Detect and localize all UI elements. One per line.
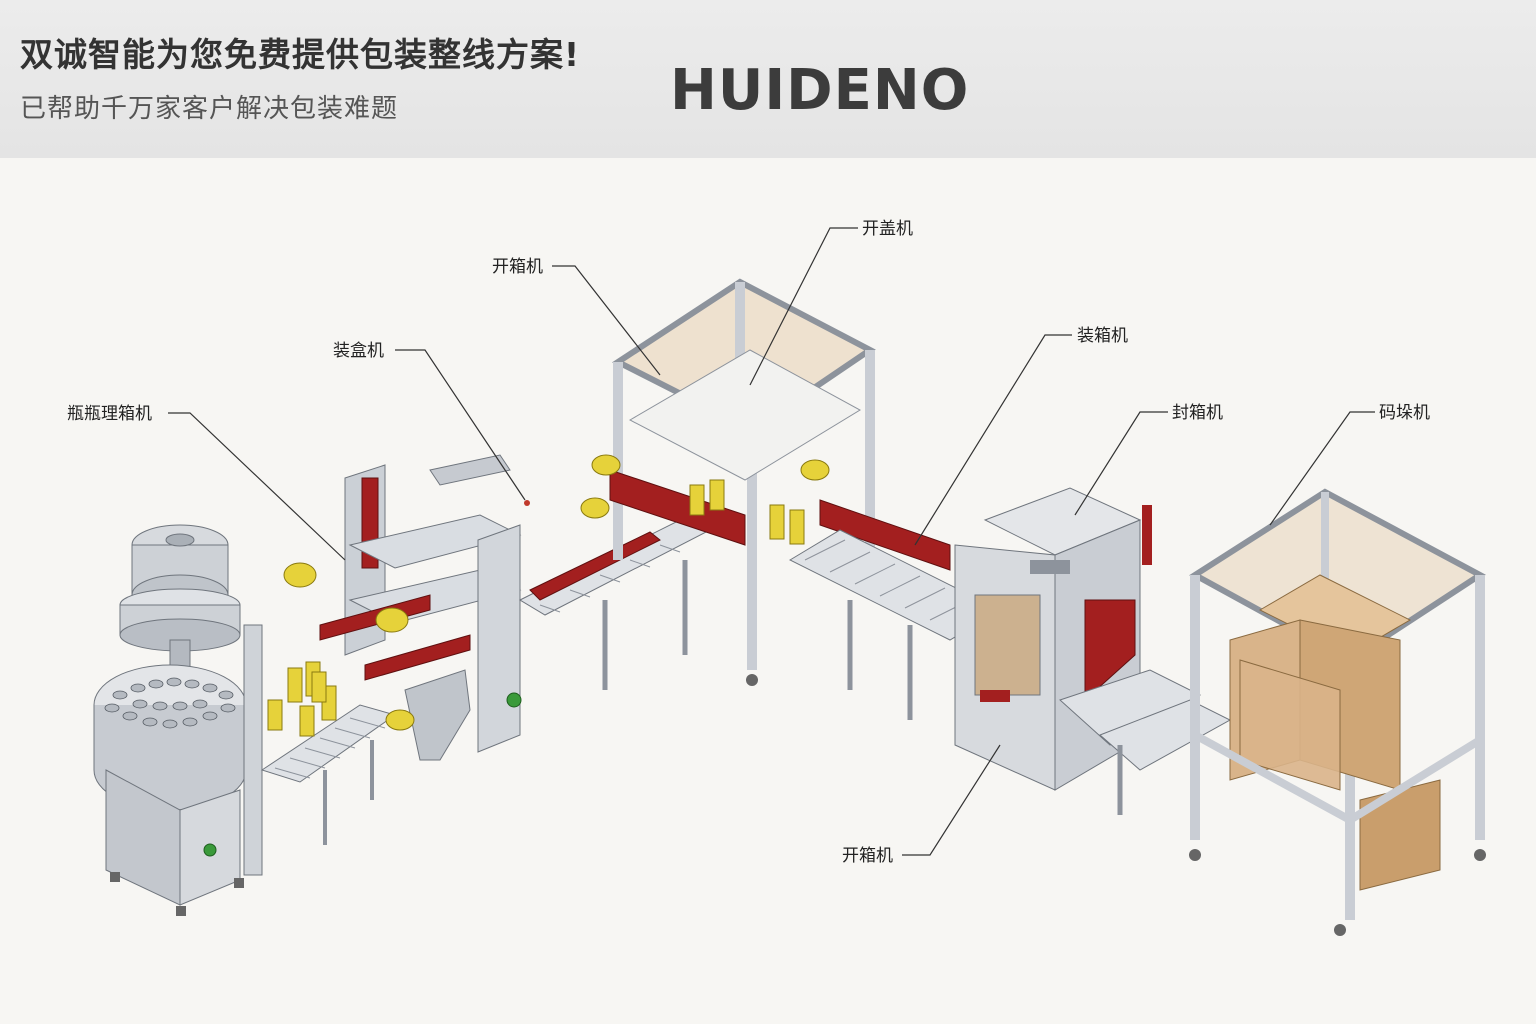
central-frame-machine: [580, 278, 951, 686]
brand-logo-text: HUIDENO: [670, 58, 970, 123]
headline: 双诚智能为您免费提供包装整线方案!: [20, 35, 581, 74]
case-sealer-machine: [954, 487, 1232, 815]
line-diagram: 瓶瓶理箱机 装盒机 开箱机 开盖机 装箱机 封箱机 码垛机 开箱机: [0, 158, 1536, 1024]
palletizer-machine: [1189, 488, 1486, 936]
infeed-conveyor: [260, 661, 397, 845]
callout-case-erector-top: 开箱机: [492, 257, 543, 277]
callout-palletizer: 码垛机: [1379, 403, 1430, 423]
bottle-unscrambler-machine: [93, 524, 263, 916]
callout-case-sealer: 封箱机: [1172, 403, 1223, 423]
callout-bottle-unscrambler: 瓶瓶理箱机: [67, 404, 152, 424]
callout-case-packer: 装箱机: [1077, 326, 1128, 346]
callout-cartoner: 装盒机: [333, 341, 384, 361]
callout-case-erector-bottom: 开箱机: [842, 846, 893, 866]
subline: 已帮助千万家客户解决包装难题: [20, 94, 399, 124]
cartoner-machine: [283, 454, 530, 761]
packaging-line-illustration: 瓶瓶理箱机 装盒机 开箱机 开盖机 装箱机 封箱机 码垛机 开箱机: [67, 219, 1486, 936]
callout-leaders: [168, 227, 1375, 856]
transfer-conveyor: [518, 519, 712, 690]
header-banner: 双诚智能为您免费提供包装整线方案! 已帮助千万家客户解决包装难题 HUIDENO: [0, 0, 1536, 158]
callout-lid-opener: 开盖机: [862, 219, 913, 239]
